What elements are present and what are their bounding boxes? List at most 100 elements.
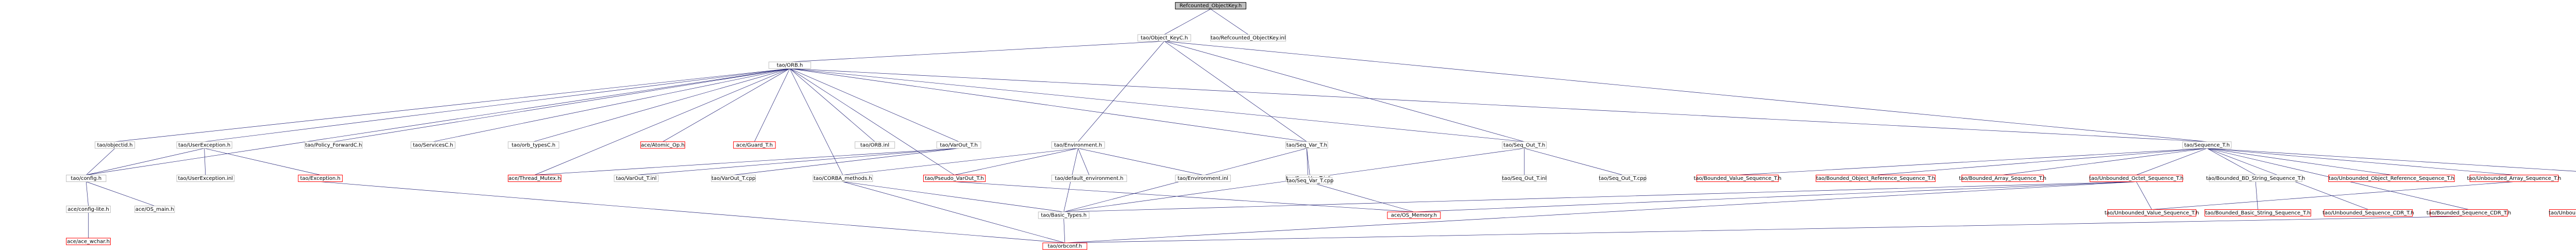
node-ace-config[interactable]: ace/config-lite.h [66,206,111,213]
node-exception-h[interactable]: tao/Exception.h [298,175,343,182]
node-corba-methods[interactable]: tao/CORBA_methods.h [812,175,873,182]
node-box [66,238,111,245]
node-label: tao/CORBA_methods.h [814,176,872,181]
node-usc[interactable]: tao/Unbounded_Sequence_CDR_T.h [2323,209,2414,216]
node-uvs[interactable]: tao/Unbounded_Value_Sequence_T.h [2105,209,2199,216]
node-bbss[interactable]: tao/Bounded_Basic_String_Sequence_T.h [2205,209,2311,216]
node-seq-out-cpp[interactable]: tao/Seq_Out_T.cpp [1599,175,1647,182]
node-box [1502,175,1547,182]
edge-bbds-to-bbss [2255,181,2258,210]
edge-corba_methods-to-orbconf [842,181,1065,243]
node-box [1285,141,1328,149]
edge-uos-to-basic_types [1063,181,2137,212]
node-uos[interactable]: tao/Unbounded_Octet_Sequence_T.h [2089,175,2183,182]
edge-sequence_t-to-bvs [1737,148,2207,175]
node-box [812,175,873,182]
node-basic-types[interactable]: tao/Basic_Types.h [1038,211,1090,219]
node-userexc-inl[interactable]: tao/UserException.inl [176,175,235,182]
node-pseudo-varout[interactable]: tao/Pseudo_VarOut_T.h [923,175,986,182]
node-label: tao/Pseudo_VarOut_T.h [925,176,984,181]
node-box [1175,2,1246,10]
edge-objkey_h-to-seq_out [1164,41,1524,142]
node-uors[interactable]: tao/Unbounded_Object_Reference_Sequence_… [2328,175,2455,182]
edge-orb_h-to-thread_mutex [534,68,790,175]
edge-orb_h-to-userexc [204,68,790,142]
node-label: tao/Unbounded_Value_Sequence_T.h [2105,210,2199,216]
node-config-h[interactable]: tao/config.h [66,175,107,182]
node-orb-inl[interactable]: tao/ORB.inl [854,141,895,149]
node-environment-h[interactable]: tao/Environment.h [1051,141,1105,149]
node-box [134,206,175,213]
node-box [507,141,560,149]
node-guard-t[interactable]: ace/Guard_T.h [733,141,776,149]
edge-orb_h-to-orb_inl [789,68,875,142]
node-box [176,175,235,182]
node-label: tao/ServicesC.h [413,142,453,148]
node-varout-cpp[interactable]: tao/VarOut_T.cpp [711,175,756,182]
node-servicesc[interactable]: tao/ServicesC.h [411,141,455,149]
node-root: Refcounted_ObjectKey.h [1175,2,1246,10]
node-box [1816,175,1936,182]
edge-seq_var-to-seq_var_inl [1307,148,1308,175]
node-thread-mutex[interactable]: ace/Thread_Mutex.h [507,175,562,182]
node-label: tao/orbconf.h [1048,244,1082,249]
node-orbconf[interactable]: tao/orbconf.h [1042,242,1088,250]
node-label: ace/Thread_Mutex.h [509,176,561,181]
edge-orb_h-to-sequence_t [789,68,2207,142]
node-os-main[interactable]: ace/OS_main.h [134,206,175,213]
node-bsc[interactable]: tao/Bounded_Sequence_CDR_T.h [2427,209,2511,216]
edge-sequence_t-to-bors [1875,148,2207,175]
edge-varout-to-varout_cpp [733,148,959,175]
node-bvs[interactable]: tao/Bounded_Value_Sequence_T.h [1693,175,1782,182]
node-seq-var-cpp[interactable]: tao/Seq_Var_T.cpp [1286,177,1333,185]
node-default-env[interactable]: tao/default_environment.h [1051,175,1127,182]
node-seq-out-inl[interactable]: tao/Seq_Out_T.inl [1502,175,1547,182]
node-box [2182,141,2232,149]
node-os-memory[interactable]: ace/OS_Memory.h [1387,211,1441,219]
node-orb-h[interactable]: tao/ORB.h [768,61,811,69]
node-label: tao/Bounded_Basic_String_Sequence_T.h [2205,210,2310,216]
node-box [304,141,363,149]
node-varout-inl[interactable]: tao/VarOut_T.inl [614,175,659,182]
node-policy-fwd[interactable]: tao/Policy_ForwardC.h [304,141,363,149]
node-atomic-op[interactable]: ace/Atomic_Op.h [640,141,685,149]
node-label: Refcounted_ObjectKey.h [1180,3,1242,9]
node-varout[interactable]: tao/VarOut_T.h [936,141,981,149]
node-seq-var[interactable]: tao/Seq_Var_T.h [1285,141,1328,149]
node-label: tao/Unbounded_Sequence_CDR_T.h [2323,210,2414,216]
edge-orb_h-to-orb_typesc [533,68,790,142]
edge-userexc-to-config_h [86,148,205,175]
edge-uos-to-uvs [2136,181,2152,210]
node-ace-anchor[interactable]: ace/ace_wchar.h [66,238,111,245]
node-box [1042,242,1088,250]
node-box [2328,175,2455,182]
node-ubss[interactable]: tao/Unbounded_Basic_String_Sequence_T.h [2549,209,2576,216]
node-uas[interactable]: tao/Unbounded_Array_Sequence_T.h [2467,175,2561,182]
edge-environment_h-to-environment_inl [1078,148,1203,175]
node-label: ace/OS_main.h [135,207,174,212]
edge-environment_h-to-default_env [1078,148,1090,175]
node-box [1210,34,1286,42]
edge-sequence_t-to-ubds [2207,148,2576,172]
node-bas[interactable]: tao/Bounded_Array_Sequence_T.h [1959,175,2046,182]
graph-edges [86,9,2576,243]
edge-orb_h-to-seq_out [789,68,1524,142]
node-userexc[interactable]: tao/UserException.h [176,141,232,149]
node-label: tao/UserException.inl [178,176,233,181]
node-box [2205,209,2311,216]
node-environment-inl[interactable]: tao/Environment.inl [1175,175,1231,182]
edge-config_h-to-ace_config [86,181,89,206]
node-objectid[interactable]: tao/objectid.h [94,141,135,149]
node-bors[interactable]: tao/Bounded_Object_Reference_Sequence_T.… [1816,175,1936,182]
node-rok-inl[interactable]: tao/Refcounted_ObjectKey.inl [1210,34,1286,42]
node-label: tao/Bounded_Object_Reference_Sequence_T.… [1816,176,1935,181]
edge-orb_h-to-corba_methods [789,68,843,175]
node-box [2209,175,2302,182]
node-orb-typesc[interactable]: tao/orb_typesC.h [507,141,560,149]
node-label: tao/Policy_ForwardC.h [305,142,362,148]
node-bbds[interactable]: tao/Bounded_BD_String_Sequence_T.h [2206,175,2305,182]
node-objkey-h[interactable]: tao/Object_KeyC.h [1137,34,1191,42]
node-seq-out[interactable]: tao/Seq_Out_T.h [1502,141,1547,149]
node-sequence-t[interactable]: tao/Sequence_T.h [2182,141,2232,149]
node-box [1175,175,1231,182]
